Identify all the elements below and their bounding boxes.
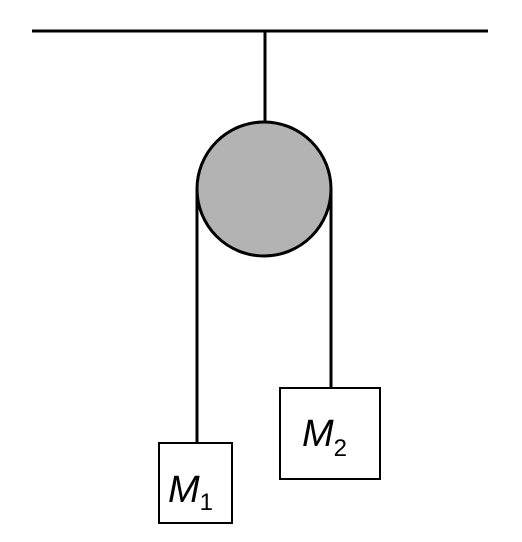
mass-m1-box [158, 442, 233, 524]
pulley-wheel [195, 120, 333, 258]
mass-m2-box [279, 387, 381, 480]
mass-m2-label: M2 [302, 413, 347, 462]
mass-m1: M1 [158, 442, 233, 524]
mass-m2-symbol: M [302, 413, 334, 455]
mass-m1-subscript: 1 [200, 489, 213, 516]
mass-m2: M2 [279, 387, 381, 480]
mass-m1-symbol: M [168, 469, 200, 511]
mass-m1-label: M1 [168, 469, 213, 516]
mass-m2-subscript: 2 [334, 435, 347, 462]
